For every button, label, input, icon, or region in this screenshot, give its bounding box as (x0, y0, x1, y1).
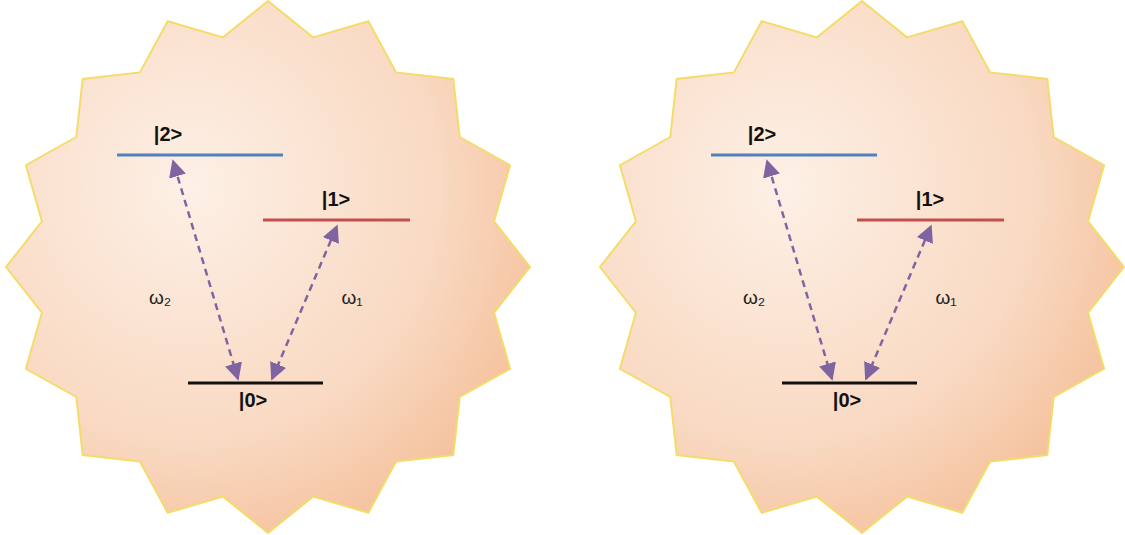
frequency-label: ω₁ (935, 288, 956, 307)
energy-level (782, 382, 917, 385)
level-label: |1> (322, 189, 350, 209)
energy-level (711, 154, 877, 157)
level-label: |1> (916, 189, 944, 209)
level-label: |0> (833, 390, 861, 410)
transition-arrow (272, 226, 337, 379)
transition-arrow (173, 161, 238, 379)
starburst (6, 1, 530, 533)
energy-level (188, 382, 323, 385)
transition-arrow (767, 161, 832, 379)
level-label: |2> (154, 124, 182, 144)
starburst (600, 1, 1124, 533)
level-label: |0> (239, 390, 267, 410)
frequency-label: ω₂ (149, 288, 171, 307)
energy-level (117, 154, 283, 157)
frequency-label: ω₁ (341, 288, 362, 307)
transition-arrow (866, 226, 931, 379)
frequency-label: ω₂ (743, 288, 765, 307)
energy-level (263, 219, 410, 222)
level-label: |2> (748, 124, 776, 144)
energy-level (857, 219, 1004, 222)
